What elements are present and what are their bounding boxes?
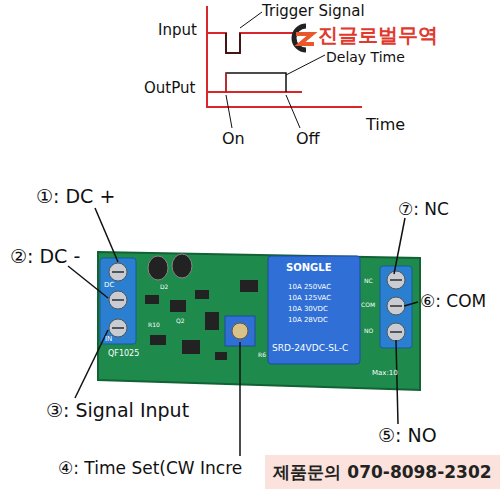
signal-name: Input <box>158 22 197 39</box>
component-ref: D2 <box>160 284 168 291</box>
time-point: On <box>222 130 245 148</box>
callout-label: ④: Time Set(CW Incre <box>58 459 242 478</box>
axis-label: Time <box>366 116 405 134</box>
relay-rating: 10A 125VAC <box>288 295 331 303</box>
pin-name: COM <box>361 302 375 309</box>
callout-label: ③: Signal Input <box>46 400 189 421</box>
pin-name: NO <box>364 328 373 335</box>
callout-label: ①: DC + <box>36 186 115 207</box>
signal-note: Trigger Signal <box>262 3 365 20</box>
callout-label: ⑦: NC <box>398 200 449 219</box>
pin-name: IN <box>105 336 112 344</box>
pin-name: NC <box>364 278 373 285</box>
relay-rating: 10A 28VDC <box>288 317 328 325</box>
watermark: 진글로벌무역 <box>318 24 438 46</box>
board-marking: Max:10 <box>372 370 398 378</box>
relay-rating: 10A 30VDC <box>288 306 328 314</box>
component-ref: R6 <box>258 352 266 359</box>
relay-module-board <box>98 252 420 390</box>
callout-label: ②: DC - <box>10 246 80 267</box>
pin-name: DC <box>104 282 114 290</box>
callout-label: ⑤: NO <box>378 425 437 446</box>
signal-name: OutPut <box>144 80 195 97</box>
board-code: QF1025 <box>108 350 139 359</box>
signal-note: Delay Time <box>326 50 405 65</box>
contact-text: 제품문의 070-8098-2302 <box>273 461 491 484</box>
component-ref: R10 <box>148 322 160 329</box>
callout-label: ⑥: COM <box>420 292 486 311</box>
component-ref: Q2 <box>176 318 185 325</box>
relay-model: SRD-24VDC-SL-C <box>272 344 348 354</box>
time-point: Off <box>296 130 320 148</box>
contact-box: 제품문의 070-8098-2302 <box>265 455 500 489</box>
watermark-logo <box>294 26 314 50</box>
relay-rating: 10A 250VAC <box>288 284 331 292</box>
relay-brand: SONGLE <box>286 262 331 273</box>
